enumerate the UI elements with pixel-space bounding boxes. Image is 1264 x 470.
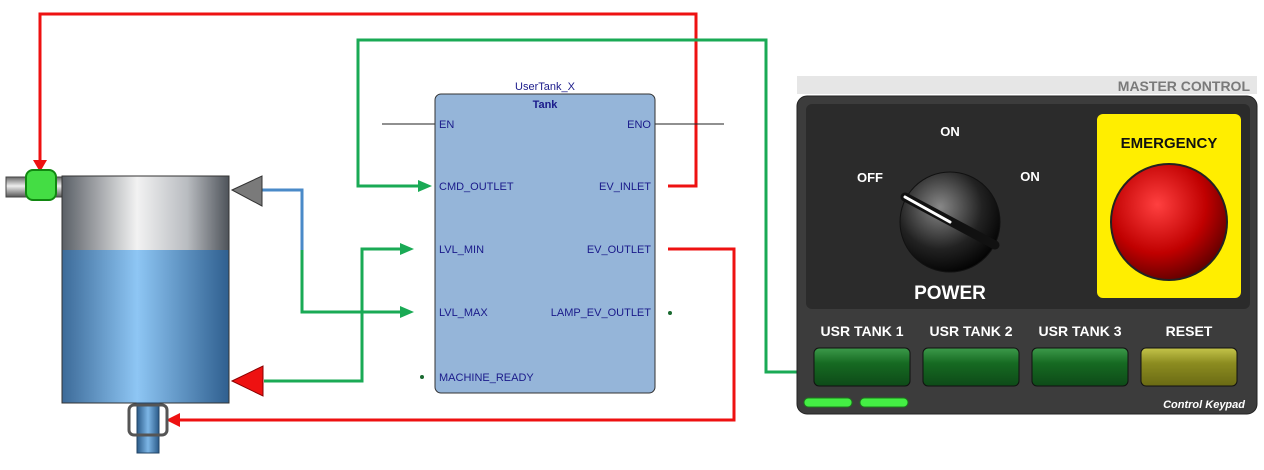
usr-tank-1-button[interactable] [813, 347, 911, 387]
block-type-name: Tank [533, 99, 559, 111]
emergency-label: EMERGENCY [1121, 135, 1218, 152]
master-control-title: MASTER CONTROL [1118, 78, 1251, 94]
reset-button[interactable] [1140, 347, 1238, 387]
wire-ev-inlet[interactable] [38, 12, 698, 188]
pin-dot-lamp [668, 311, 672, 315]
wire-lvl-min[interactable] [264, 247, 402, 383]
pin-en[interactable]: EN [439, 119, 454, 131]
tank-body-empty [62, 176, 229, 250]
tank-water [62, 250, 229, 403]
wires [33, 12, 812, 427]
function-block[interactable]: UserTank_X Tank EN CMD_OUTLET LVL_MIN LV… [420, 81, 672, 394]
outlet-pipe [136, 402, 160, 454]
master-control-header [797, 76, 1257, 94]
master-control-panel: MASTER CONTROL OFF ON ON POWER EMERGENCY… [796, 76, 1258, 415]
keypad-caption: Control Keypad [1163, 399, 1245, 411]
emergency-button[interactable] [1110, 163, 1228, 281]
tank[interactable] [5, 169, 264, 454]
pin-lvl-min[interactable]: LVL_MIN [439, 244, 484, 256]
pin-eno[interactable]: ENO [627, 119, 651, 131]
wire-ev-outlet[interactable] [178, 247, 736, 422]
keypad-label-usr-tank-3: USR TANK 3 [1039, 323, 1122, 339]
selector-pointer-highlight [903, 195, 952, 224]
pin-ev-outlet[interactable]: EV_OUTLET [587, 244, 651, 256]
selector-label: POWER [914, 283, 986, 304]
usr-tank-2-button[interactable] [922, 347, 1020, 387]
wire-cmd-outlet-arrowhead [418, 180, 432, 192]
keypad-label-reset: RESET [1166, 323, 1213, 339]
pin-cmd-outlet[interactable]: CMD_OUTLET [439, 181, 514, 193]
status-led-2 [859, 397, 909, 408]
pin-lamp-ev-outlet[interactable]: LAMP_EV_OUTLET [551, 307, 652, 319]
pin-ev-inlet[interactable]: EV_INLET [599, 181, 651, 193]
pin-machine-ready[interactable]: MACHINE_READY [439, 372, 534, 384]
wire-lvl-min-arrowhead [400, 243, 414, 255]
wire-cmd-outlet[interactable] [356, 38, 812, 374]
usr-tank-3-button[interactable] [1031, 347, 1129, 387]
keypad-label-usr-tank-2: USR TANK 2 [930, 323, 1013, 339]
wire-lvl-max[interactable] [300, 250, 402, 314]
wire-ev-inlet-arrowhead [33, 160, 47, 172]
power-selector[interactable]: OFF ON ON POWER [857, 124, 1040, 304]
level-sensor-max [230, 175, 263, 207]
wire-sensor-max-blue[interactable] [262, 188, 304, 250]
control-keypad: USR TANK 1 USR TANK 2 USR TANK 3 RESET C… [803, 323, 1245, 411]
level-sensor-min [230, 365, 264, 397]
selector-pos-on-right: ON [1020, 169, 1040, 184]
wire-ev-outlet-arrowhead [166, 413, 180, 427]
inlet-valve[interactable] [25, 169, 57, 201]
pin-dot-machine-ready [420, 375, 424, 379]
keypad-label-usr-tank-1: USR TANK 1 [821, 323, 904, 339]
outlet-valve[interactable] [127, 403, 169, 437]
block-body[interactable] [434, 93, 656, 394]
block-instance-name: UserTank_X [515, 81, 576, 93]
selector-pos-off: OFF [857, 170, 883, 185]
emergency-stop[interactable]: EMERGENCY [1097, 114, 1241, 298]
pin-lvl-max[interactable]: LVL_MAX [439, 307, 488, 319]
status-led-1 [803, 397, 853, 408]
wire-lvl-max-arrowhead [400, 306, 414, 318]
selector-pos-on-top: ON [940, 124, 960, 139]
